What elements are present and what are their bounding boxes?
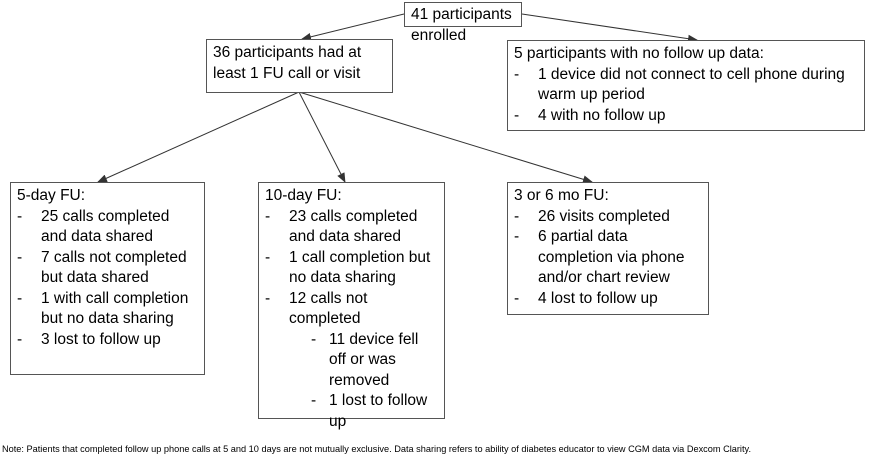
fu36-list: -26 visits completed -6 partial data com… <box>514 207 702 310</box>
box-5day-fu: 5-day FU: -25 calls completed and data s… <box>10 182 205 375</box>
no-followup-list: -1 device did not connect to cell phone … <box>514 65 858 127</box>
box-enrolled-title: 41 participants enrolled <box>411 6 512 44</box>
box-10day-fu: 10-day FU: -23 calls completed and data … <box>258 182 445 430</box>
fu5-list: -25 calls completed and data shared -7 c… <box>17 207 198 351</box>
arrow-followed-to-5day <box>97 91 300 183</box>
box-followed: 36 participants had at least 1 FU call o… <box>206 39 393 93</box>
list-item: -26 visits completed <box>514 207 702 228</box>
list-item-text: 26 visits completed <box>538 207 670 225</box>
arrow-enrolled-to-followed <box>301 13 405 41</box>
list-item: -1 call completion but no data sharing <box>265 248 438 289</box>
bullet-dash: - <box>265 207 271 225</box>
box-enrolled: 41 participants enrolled <box>404 2 522 44</box>
list-item-text: 23 calls completed and data shared <box>289 207 418 246</box>
list-item: -23 calls completed and data shared <box>265 207 438 248</box>
bullet-dash: - <box>514 65 520 83</box>
list-item-text: 4 with no follow up <box>538 106 666 124</box>
arrow-followed-to-10day <box>298 91 346 183</box>
list-item: -4 lost to follow up <box>514 289 702 310</box>
box-5day-title: 5-day FU: <box>17 187 86 204</box>
list-item: -4 with no follow up <box>514 106 858 127</box>
fu10-sublist: -11 device fell off or was removed -1 lo… <box>289 330 438 433</box>
bullet-dash: - <box>514 106 520 124</box>
list-item-text: 1 call completion but no data sharing <box>289 248 431 287</box>
list-item-text: 1 with call completion but no data shari… <box>41 289 189 328</box>
list-item-text: 7 calls not completed but data shared <box>41 248 187 287</box>
box-no-followup-title: 5 participants with no follow up data: <box>514 45 764 62</box>
list-item: -7 calls not completed but data shared <box>17 248 198 289</box>
bullet-dash: - <box>17 289 23 307</box>
sub-list-item-text: 11 device fell off or was removed <box>329 330 419 389</box>
list-item-text: 6 partial data completion via phone and/… <box>538 228 685 286</box>
list-item-text: 4 lost to follow up <box>538 289 658 307</box>
bullet-dash: - <box>514 228 520 245</box>
list-item: -1 with call completion but no data shar… <box>17 289 198 330</box>
bullet-dash: - <box>265 248 271 266</box>
list-item: -3 lost to follow up <box>17 330 198 351</box>
bullet-dash: - <box>265 289 271 307</box>
sub-list-item: -1 lost to follow up <box>311 391 438 432</box>
list-item-text: 3 lost to follow up <box>41 330 161 348</box>
arrow-followed-to-3or6mo <box>298 91 593 184</box>
fu10-list: -23 calls completed and data shared -1 c… <box>265 207 438 433</box>
list-item-text: 12 calls not completed <box>289 289 368 328</box>
box-3or6mo-fu: 3 or 6 mo FU: -26 visits completed -6 pa… <box>507 182 709 315</box>
sub-list-item: -11 device fell off or was removed <box>311 330 438 392</box>
bullet-dash: - <box>514 289 520 307</box>
list-item-text: 25 calls completed and data shared <box>41 207 170 246</box>
box-3or6mo-title: 3 or 6 mo FU: <box>514 187 609 204</box>
bullet-dash: - <box>311 392 317 409</box>
list-item: - 6 partial data completion via phone and… <box>514 227 702 289</box>
box-10day-title: 10-day FU: <box>265 187 342 204</box>
footnote: Note: Patients that completed follow up … <box>2 444 751 454</box>
list-item: -1 device did not connect to cell phone … <box>514 65 858 106</box>
sub-list-item-text: 1 lost to follow up <box>329 392 428 430</box>
bullet-dash: - <box>17 248 23 266</box>
box-no-followup: 5 participants with no follow up data: -… <box>507 40 865 131</box>
box-followed-title: 36 participants had at least 1 FU call o… <box>213 44 362 82</box>
bullet-dash: - <box>17 330 23 348</box>
bullet-dash: - <box>17 207 23 225</box>
list-item: -25 calls completed and data shared <box>17 207 198 248</box>
bullet-dash: - <box>514 207 520 225</box>
arrow-enrolled-to-no-followup <box>521 13 698 43</box>
bullet-dash: - <box>311 330 317 348</box>
list-item: -12 calls not completed -11 device fell … <box>265 289 438 433</box>
list-item-text: 1 device did not connect to cell phone d… <box>538 65 845 104</box>
